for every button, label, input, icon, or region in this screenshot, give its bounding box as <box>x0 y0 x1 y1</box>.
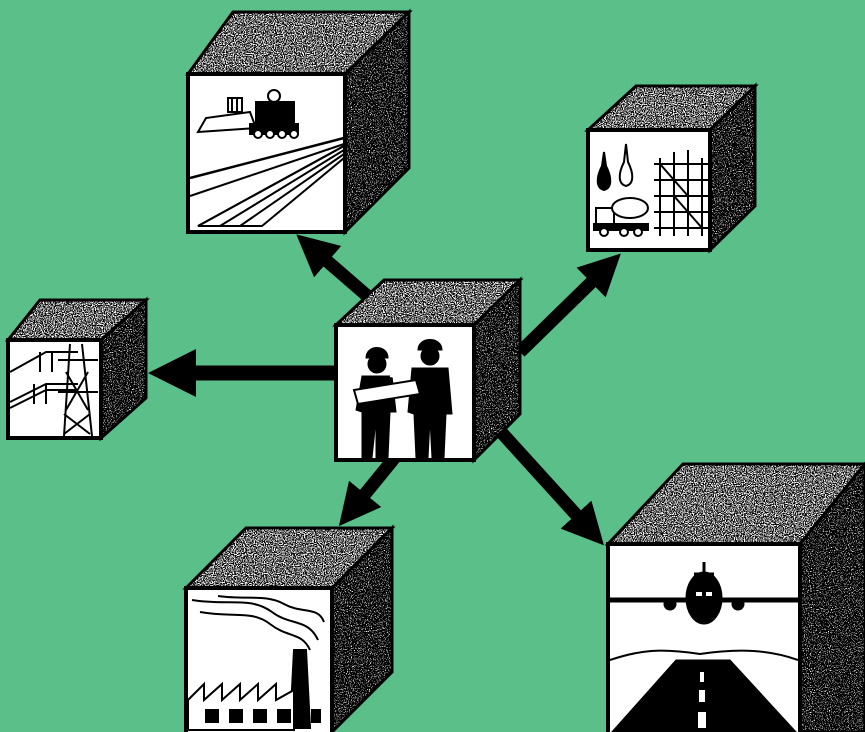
arrow-up-right <box>515 253 621 357</box>
factory-smokestack-icon <box>187 595 325 731</box>
power-transmission-towers-icon <box>9 343 98 437</box>
arrow-up-left <box>296 234 377 305</box>
arrow-down-right <box>487 417 604 546</box>
airplane-runway-icon <box>609 562 799 732</box>
arrows <box>147 234 621 546</box>
cube-construction <box>584 82 759 254</box>
arrow-down-left <box>338 451 402 527</box>
road-paving-machinery-icon <box>189 89 345 227</box>
concrete-mixer-scaffolding-icon <box>593 143 708 237</box>
cube-power <box>4 296 150 442</box>
cube-airport <box>604 461 865 732</box>
cube-center <box>332 276 524 464</box>
engineers-with-plans-icon <box>352 339 453 459</box>
cube-road <box>185 8 413 236</box>
cube-factory <box>182 524 396 732</box>
